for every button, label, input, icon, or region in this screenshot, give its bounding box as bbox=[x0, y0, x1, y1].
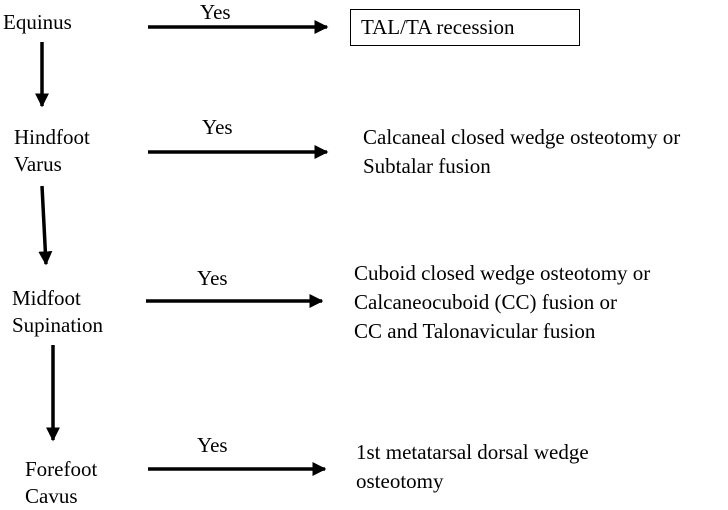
step-label: Cavus bbox=[25, 484, 78, 508]
step-forefoot-cavus: Forefoot Cavus bbox=[25, 456, 97, 510]
result-text: 1st metatarsal dorsal wedge bbox=[356, 440, 589, 464]
step-label: Equinus bbox=[3, 10, 72, 34]
result-text: Subtalar fusion bbox=[363, 154, 491, 178]
step-equinus: Equinus bbox=[3, 9, 72, 36]
step-label: Varus bbox=[14, 152, 62, 176]
result-midfoot: Cuboid closed wedge osteotomy or Calcane… bbox=[354, 259, 650, 346]
yes-label-1: Yes bbox=[200, 0, 231, 24]
step-label: Supination bbox=[12, 313, 104, 337]
result-text: TAL/TA recession bbox=[361, 15, 515, 39]
result-text: Cuboid closed wedge osteotomy or bbox=[354, 261, 651, 285]
result-text: Calcaneocuboid (CC) fusion or bbox=[354, 290, 618, 314]
yes-label-4: Yes bbox=[197, 433, 228, 457]
result-forefoot: 1st metatarsal dorsal wedge osteotomy bbox=[356, 438, 589, 496]
yes-label-2: Yes bbox=[202, 115, 233, 139]
down-arrow-2 bbox=[38, 185, 53, 266]
step-hindfoot-varus: Hindfoot Varus bbox=[14, 124, 90, 178]
step-midfoot-supination: Midfoot Supination bbox=[12, 285, 103, 339]
result-text: Calcaneal closed wedge osteotomy or bbox=[363, 125, 681, 149]
step-label: Midfoot bbox=[12, 286, 81, 310]
result-text: CC and Talonavicular fusion bbox=[354, 319, 596, 343]
result-text: osteotomy bbox=[356, 469, 444, 493]
step-label: Hindfoot bbox=[14, 125, 90, 149]
result-hindfoot: Calcaneal closed wedge osteotomy or Subt… bbox=[363, 123, 680, 181]
step-label: Forefoot bbox=[25, 457, 98, 481]
yes-label-3: Yes bbox=[197, 266, 228, 290]
result-tal-ta-recession: TAL/TA recession bbox=[350, 9, 580, 46]
